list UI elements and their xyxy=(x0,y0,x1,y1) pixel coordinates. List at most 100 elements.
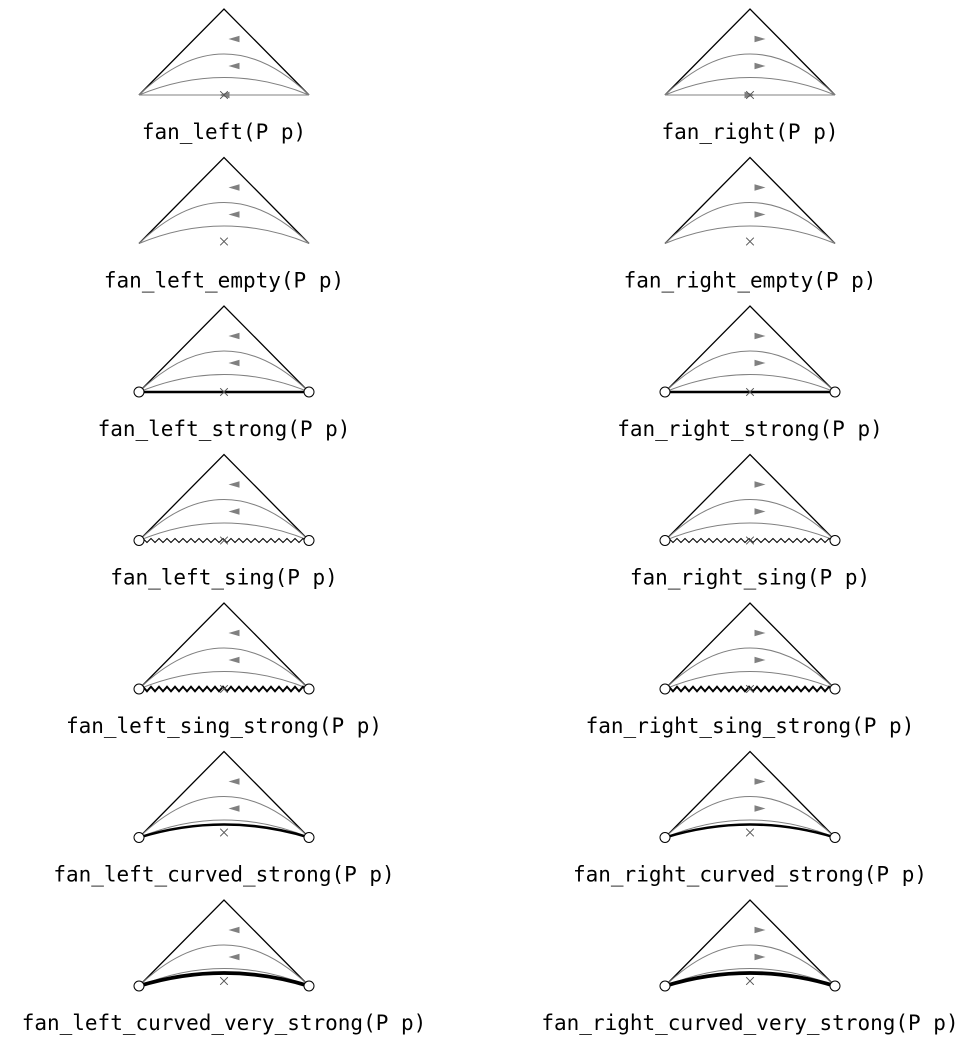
fan-base-edge-curved-strong xyxy=(664,823,836,839)
fan-inner-curve-upper xyxy=(664,944,836,987)
fan-arrow-lower xyxy=(228,953,240,961)
fan-inner-curve-upper xyxy=(138,350,310,393)
fan-base-edge-curved-very-strong xyxy=(664,971,836,988)
fan-arrow-upper xyxy=(754,481,766,488)
fan-arrow-lower xyxy=(754,359,766,367)
fan-inner-curve-upper xyxy=(138,796,310,838)
fan-caption: fan_right_sing(P p) xyxy=(630,566,870,590)
fan-left-plain: fan_left(P p) xyxy=(138,8,310,144)
fan-inner-curve-lower xyxy=(138,819,310,838)
fan-inner-curve-upper xyxy=(138,944,310,987)
fan-outline xyxy=(664,602,836,690)
fan-arrow-upper xyxy=(754,629,766,637)
fan-center-cross-icon xyxy=(219,828,229,837)
fan-left-curved-strong: fan_left_curved_strong(P p) xyxy=(53,750,395,887)
fan-caption: fan_left(P p) xyxy=(142,120,306,144)
fan-arrow-lower xyxy=(754,508,766,515)
fan-right-plain: fan_right(P p) xyxy=(661,8,839,144)
fan-left-curved-very-strong: fan_left_curved_very_strong(P p) xyxy=(22,899,427,1035)
fan-inner-curve-lower xyxy=(664,77,836,96)
fan-inner-curve-upper xyxy=(138,499,310,541)
fan-center-cross-icon xyxy=(219,237,229,246)
fan-endpoint-left-circle-icon xyxy=(659,683,671,695)
fan-arrow-upper xyxy=(228,35,240,43)
fan-arrow-lower xyxy=(228,62,240,70)
fan-center-cross-icon xyxy=(745,828,755,837)
fan-inner-curve-lower xyxy=(664,374,836,393)
fan-right-empty: fan_right_empty(P p) xyxy=(624,156,877,293)
fan-right-curved-very-strong: fan_right_curved_very_strong(P p) xyxy=(541,899,959,1035)
fan-outline xyxy=(664,8,836,96)
fan-left-sing: fan_left_sing(P p) xyxy=(110,453,338,590)
fan-outline xyxy=(664,750,836,838)
fan-arrow-lower xyxy=(228,211,240,218)
fan-right-strong: fan_right_strong(P p) xyxy=(617,305,883,441)
fan-base-edge-singular-strong xyxy=(138,685,310,693)
fan-arrow-lower xyxy=(754,656,766,664)
fan-arrow-upper xyxy=(754,35,766,43)
fan-base-edge-singular xyxy=(138,537,310,544)
fan-center-cross-icon xyxy=(745,387,755,397)
fan-arrow-upper xyxy=(754,184,766,191)
fan-caption: fan_right_empty(P p) xyxy=(624,269,877,293)
fan-right-sing-strong: fan_right_sing_strong(P p) xyxy=(586,602,914,738)
fan-endpoint-right-circle-icon xyxy=(829,535,841,546)
fan-endpoint-left-circle-icon xyxy=(659,980,671,992)
fan-inner-curve-lower xyxy=(664,225,836,244)
fan-inner-curve-lower xyxy=(664,819,836,838)
fan-arrow-upper xyxy=(228,926,240,934)
fan-endpoint-left-circle-icon xyxy=(133,535,145,546)
fan-caption: fan_left_empty(P p) xyxy=(104,269,344,293)
fan-outline xyxy=(138,602,310,690)
fan-outline xyxy=(138,156,310,244)
fan-arrow-upper xyxy=(754,778,766,785)
fan-arrow-lower xyxy=(754,953,766,961)
fan-arrow-upper xyxy=(754,332,766,340)
fan-inner-curve-lower xyxy=(138,374,310,393)
fan-base-edge-curved-very-strong xyxy=(138,971,310,988)
fan-center-cross-icon xyxy=(745,237,755,246)
fan-caption: fan_left_sing_strong(P p) xyxy=(66,714,382,738)
fan-center-cross-icon xyxy=(745,976,755,986)
fan-left-sing-strong: fan_left_sing_strong(P p) xyxy=(66,602,382,738)
fan-outline xyxy=(664,453,836,541)
fan-arrow-lower xyxy=(754,805,766,812)
fan-endpoint-right-circle-icon xyxy=(303,832,315,843)
fan-center-cross-icon xyxy=(219,976,229,986)
fan-caption: fan_left_curved_very_strong(P p) xyxy=(22,1011,427,1035)
fan-inner-curve-lower xyxy=(138,671,310,690)
fan-arrow-upper xyxy=(754,926,766,934)
fan-caption: fan_right_curved_very_strong(P p) xyxy=(541,1011,958,1035)
fan-caption: fan_left_curved_strong(P p) xyxy=(53,863,394,887)
fan-arrow-lower xyxy=(228,656,240,664)
fan-inner-curve-upper xyxy=(664,350,836,393)
fan-arrow-lower xyxy=(228,359,240,367)
fan-arrow-upper xyxy=(228,481,240,488)
fan-endpoint-right-circle-icon xyxy=(303,386,315,398)
fan-inner-curve-upper xyxy=(664,202,836,244)
fan-outline xyxy=(138,750,310,838)
fan-caption: fan_right(P p) xyxy=(661,120,838,144)
fan-arrow-lower xyxy=(228,805,240,812)
fan-endpoint-left-circle-icon xyxy=(659,832,671,843)
fan-base-edge-singular xyxy=(664,537,836,544)
fan-inner-curve-upper xyxy=(664,647,836,690)
fan-inner-curve-upper xyxy=(664,53,836,96)
fan-endpoint-left-circle-icon xyxy=(133,832,145,843)
fan-outline xyxy=(664,899,836,987)
fan-base-edge-curved-strong xyxy=(138,823,310,839)
fan-center-cross-icon xyxy=(219,536,229,545)
fan-endpoint-right-circle-icon xyxy=(829,980,841,992)
fan-caption: fan_right_strong(P p) xyxy=(617,417,883,441)
fan-inner-curve-upper xyxy=(664,796,836,838)
fan-arrow-upper xyxy=(228,778,240,785)
fan-center-cross-icon xyxy=(219,387,229,397)
fan-outline xyxy=(138,453,310,541)
fan-inner-curve-upper xyxy=(138,647,310,690)
fan-caption: fan_right_curved_strong(P p) xyxy=(573,863,927,887)
fan-inner-curve-lower xyxy=(664,522,836,541)
fan-endpoint-right-circle-icon xyxy=(829,386,841,398)
fan-arrow-lower xyxy=(228,508,240,515)
fan-center-cross-icon xyxy=(745,684,755,694)
